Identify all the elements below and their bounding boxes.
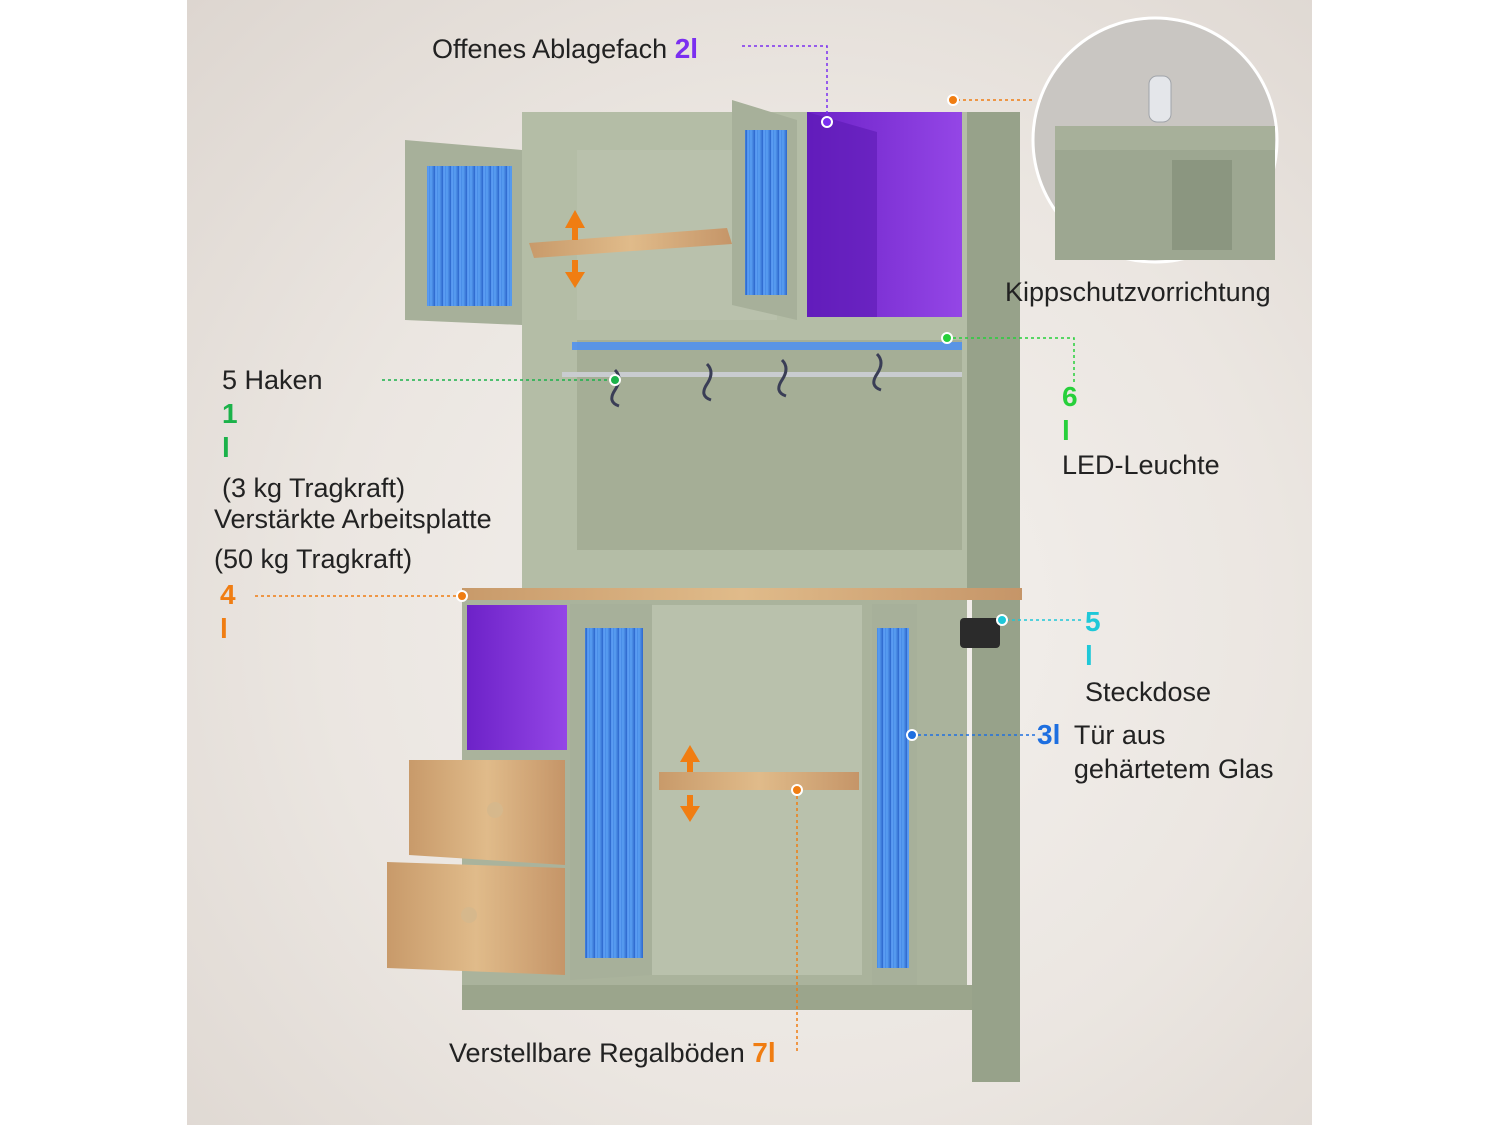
cabinet-illustration — [255, 16, 1279, 1082]
leader-open-shelf — [742, 45, 828, 120]
shelves-number: 7l — [752, 1037, 776, 1068]
upper-middle-door-glass — [745, 130, 787, 295]
upper-adjustable-shelf — [529, 228, 732, 258]
label-shelves: Verstellbare Regalböden 7l — [449, 1036, 776, 1070]
product-image-stage: Offenes Ablagefach 2l Kippschutzvorricht… — [187, 0, 1312, 1125]
socket-text: Steckdose — [1085, 677, 1212, 707]
countertop — [462, 588, 1022, 600]
glass-door-line2: gehärtetem Glas — [1073, 754, 1274, 784]
cabinet-base — [462, 985, 972, 1010]
countertop-subtext: (50 kg Tragkraft) — [214, 544, 413, 574]
shelves-text: Verstellbare Regalböden — [449, 1038, 745, 1068]
hooks-text: 5 Haken — [222, 365, 323, 395]
led-text: LED-Leuchte — [1062, 450, 1220, 480]
label-countertop: Verstärkte Arbeitsplatte (50 kg Tragkraf… — [214, 502, 492, 646]
lower-adjustable-shelf — [659, 772, 859, 790]
anti-tip-detail-circle — [1031, 16, 1279, 264]
countertop-text: Verstärkte Arbeitsplatte — [214, 504, 492, 534]
lower-left-door-glass — [585, 628, 643, 958]
label-glass-door: 3l Tür aus gehärtetem Glas — [1037, 718, 1273, 786]
glass-door-line1: Tür aus — [1073, 720, 1166, 750]
hook-rail — [562, 372, 962, 377]
lower-right-door-glass — [877, 628, 909, 968]
leader-led — [947, 337, 1075, 384]
label-open-shelf: Offenes Ablagefach 2l — [432, 32, 698, 66]
anti-tip-text: Kippschutzvorrichtung — [1005, 277, 1271, 307]
power-socket — [960, 618, 1000, 648]
open-shelf-number: 2l — [674, 33, 699, 64]
drawer-top — [409, 760, 565, 865]
glass-door-number: 3l — [1037, 719, 1061, 750]
upper-left-door-glass — [427, 166, 512, 306]
open-shelf-text: Offenes Ablagefach — [432, 34, 668, 64]
adjust-arrows — [565, 210, 700, 822]
hooks-subtext: (3 kg Tragkraft) — [222, 473, 406, 503]
led-bar — [572, 342, 962, 350]
label-anti-tip: Kippschutzvorrichtung — [1005, 275, 1271, 309]
leader-dots — [456, 94, 1008, 796]
